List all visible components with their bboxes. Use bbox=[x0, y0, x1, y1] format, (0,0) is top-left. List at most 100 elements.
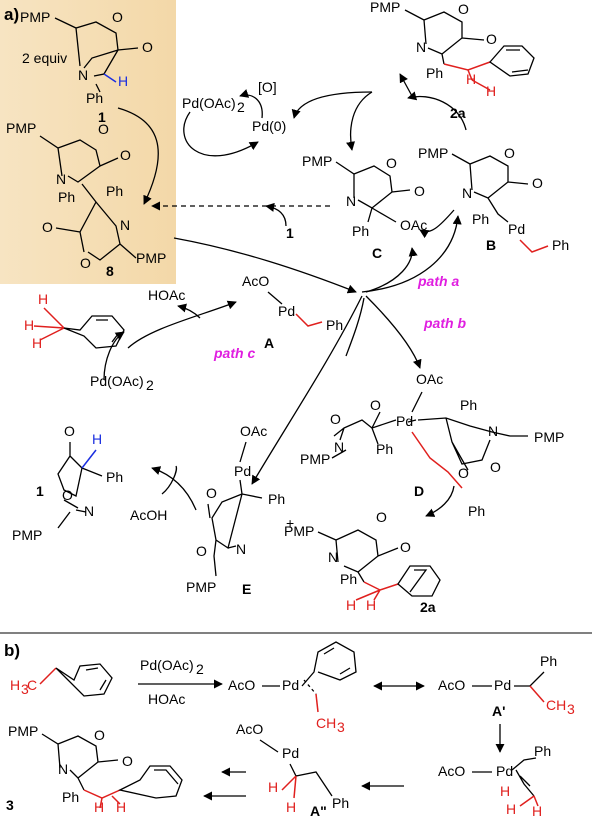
svg-text:O: O bbox=[94, 727, 105, 743]
svg-text:N: N bbox=[462, 185, 472, 201]
ethylbenzene: H 3 C bbox=[10, 663, 113, 697]
svg-text:Ph: Ph bbox=[472, 211, 489, 227]
svg-text:N: N bbox=[120, 217, 130, 233]
svg-text:O: O bbox=[120, 147, 131, 163]
svg-text:O: O bbox=[458, 465, 469, 481]
svg-text:8: 8 bbox=[106, 263, 114, 279]
svg-text:Ph: Ph bbox=[352, 223, 369, 239]
intermediate-a-dprime: AcO Pd H H Ph A" bbox=[236, 721, 349, 816]
intermediate-d: OAc Pd O O N PMP Ph Ph N PMP O O Ph D bbox=[300, 371, 564, 519]
highlight-box bbox=[0, 0, 176, 284]
svg-text:Ph: Ph bbox=[62, 789, 79, 805]
panel-b-label: b) bbox=[4, 641, 20, 660]
arrow-to-2a-top bbox=[399, 73, 413, 97]
svg-text:Pd: Pd bbox=[282, 745, 299, 761]
svg-text:N: N bbox=[84, 503, 94, 519]
pdoac2-b-sub: 2 bbox=[196, 661, 204, 677]
intermediate-c: PMP O O N Ph OAc C bbox=[302, 153, 427, 261]
svg-text:A': A' bbox=[492, 703, 505, 719]
pd-hydride-styrene: AcO Pd Ph H H H bbox=[438, 743, 551, 816]
arrow-center-to-c bbox=[365, 247, 418, 293]
compound-1-bottom: O O N Ph H PMP 1 bbox=[12, 423, 123, 543]
svg-text:Pd: Pd bbox=[396, 413, 413, 429]
svg-text:C: C bbox=[27, 677, 37, 693]
svg-text:3: 3 bbox=[567, 701, 575, 717]
svg-text:PMP: PMP bbox=[302, 153, 332, 169]
svg-text:H: H bbox=[116, 799, 126, 815]
compound-2a-bottom: PMP O O N Ph H H 2a bbox=[284, 509, 441, 615]
svg-text:N: N bbox=[416, 39, 426, 55]
svg-text:OAc: OAc bbox=[240, 423, 267, 439]
svg-text:H: H bbox=[38, 291, 48, 307]
svg-text:Pd: Pd bbox=[508, 221, 525, 237]
svg-text:AcO: AcO bbox=[438, 763, 465, 779]
svg-text:PMP: PMP bbox=[370, 0, 400, 15]
svg-text:O: O bbox=[376, 509, 387, 525]
svg-text:PMP: PMP bbox=[300, 451, 330, 467]
intermediate-a: AcO Pd Ph A bbox=[242, 273, 343, 351]
svg-text:AcO: AcO bbox=[242, 273, 269, 289]
svg-text:PMP: PMP bbox=[186, 579, 216, 595]
svg-text:Ph: Ph bbox=[552, 237, 569, 253]
path-a-label: path a bbox=[417, 273, 459, 289]
arrow-pdoac2-up bbox=[103, 331, 125, 381]
svg-text:H: H bbox=[32, 335, 42, 351]
svg-text:Pd: Pd bbox=[282, 677, 299, 693]
pdoac2-top-sub: 2 bbox=[237, 99, 245, 115]
svg-text:Ph: Ph bbox=[468, 503, 485, 519]
svg-text:2 equiv: 2 equiv bbox=[22, 50, 67, 66]
svg-text:H: H bbox=[268, 779, 278, 795]
arrow-b-to-c bbox=[419, 209, 455, 239]
product-3: PMP O O N Ph H H 3 bbox=[6, 723, 183, 815]
compound-8: PMP O O N Ph Ph N O O PMP 8 bbox=[6, 120, 166, 279]
svg-text:AcO: AcO bbox=[438, 677, 465, 693]
arrow-path-b bbox=[365, 295, 422, 369]
svg-text:O: O bbox=[142, 39, 153, 55]
pd-eta3-complex: AcO Pd CH 3 bbox=[228, 641, 357, 735]
svg-text:CH: CH bbox=[546, 697, 566, 713]
svg-text:O: O bbox=[370, 397, 381, 413]
arrow-hoac-release bbox=[177, 303, 201, 319]
plus-sign: + bbox=[286, 515, 294, 531]
svg-text:O: O bbox=[458, 1, 469, 17]
svg-text:Pd: Pd bbox=[496, 763, 513, 779]
svg-text:PMP: PMP bbox=[6, 120, 36, 136]
svg-text:OAc: OAc bbox=[416, 371, 443, 387]
arrow-pdoac2-to-pd0 bbox=[183, 111, 259, 157]
svg-text:H: H bbox=[286, 799, 296, 815]
svg-text:N: N bbox=[56, 171, 66, 187]
svg-text:O: O bbox=[122, 753, 133, 769]
hoac-label: HOAc bbox=[148, 287, 185, 303]
pd0-label: Pd(0) bbox=[252, 118, 286, 134]
svg-text:PMP: PMP bbox=[284, 523, 314, 539]
panel-a-label: a) bbox=[4, 5, 19, 24]
intermediate-a-prime: AcO Pd Ph CH 3 A' bbox=[438, 653, 575, 719]
svg-text:H: H bbox=[92, 431, 102, 447]
svg-text:Ph: Ph bbox=[426, 65, 443, 81]
toluene: H H H bbox=[24, 291, 125, 351]
svg-text:OAc: OAc bbox=[400, 217, 427, 233]
svg-text:A: A bbox=[264, 335, 274, 351]
hoac-b: HOAc bbox=[148, 691, 185, 707]
svg-text:Ph: Ph bbox=[332, 795, 349, 811]
intermediate-b: PMP O O N Ph Pd Ph B bbox=[418, 145, 569, 253]
svg-text:PMP: PMP bbox=[534, 429, 564, 445]
svg-text:O: O bbox=[98, 121, 109, 137]
svg-text:H: H bbox=[118, 73, 128, 89]
svg-text:Ph: Ph bbox=[540, 653, 557, 669]
svg-text:Ph: Ph bbox=[106, 469, 123, 485]
svg-text:H: H bbox=[366, 597, 376, 613]
svg-text:O: O bbox=[206, 485, 217, 501]
compound-1-top: PMP O O N Ph H 2 equiv 1 bbox=[20, 9, 153, 125]
svg-text:PMP: PMP bbox=[8, 723, 38, 739]
intermediate-e: OAc Pd Ph O O N PMP E bbox=[186, 423, 285, 597]
svg-text:H: H bbox=[500, 783, 510, 799]
svg-text:H: H bbox=[532, 803, 542, 816]
pdoac2-b: Pd(OAc) bbox=[140, 657, 194, 673]
svg-text:E: E bbox=[242, 581, 251, 597]
svg-text:PMP: PMP bbox=[136, 250, 166, 266]
svg-text:O: O bbox=[504, 145, 515, 161]
compound-2a-top: PMP O O N Ph H H 2a bbox=[370, 0, 535, 121]
svg-text:O: O bbox=[62, 487, 73, 503]
arrow-pd0-to-pdoac2 bbox=[239, 89, 263, 119]
